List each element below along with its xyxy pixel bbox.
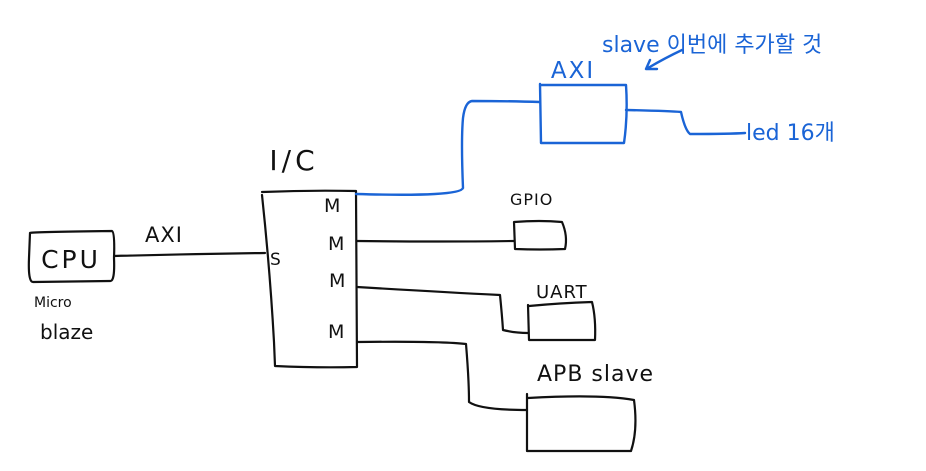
master-port-label-3: M (329, 270, 345, 292)
interconnect-label: I/C (269, 144, 318, 177)
note-annotation: slave 이번에 추가할 것 (602, 33, 822, 71)
apb-slave-box (525, 392, 637, 453)
cpu-box (27, 229, 116, 284)
cpu-sublabel-2: blaze (40, 320, 93, 344)
gpio-label: GPIO (510, 190, 553, 209)
apb-slave-label: APB slave (537, 362, 654, 387)
interconnect-to-apb-line (355, 340, 529, 412)
interconnect-to-gpio-line (355, 239, 516, 243)
note-text: slave 이번에 추가할 것 (602, 33, 822, 58)
led-target-label: led 16개 (746, 121, 835, 146)
axi-slave-label: AXI (551, 58, 595, 84)
master-port-label-2: M (328, 233, 344, 255)
master-port-label-4: M (328, 321, 344, 343)
apb-slave-block: APB slave (355, 340, 654, 453)
master-port-label-1: M (324, 195, 340, 217)
interconnect-to-axi-line (354, 99, 542, 196)
axi-slave-box (538, 82, 628, 145)
cpu-sublabel-1: Micro (34, 295, 72, 311)
cpu-to-interconnect-line (112, 251, 267, 258)
uart-label: UART (536, 282, 588, 303)
arrow-icon (644, 48, 684, 71)
interconnect-box (260, 189, 359, 369)
slave-port-label: S (270, 250, 281, 270)
uart-block: UART (355, 282, 597, 342)
cpu-label: CPU (41, 245, 101, 274)
axi-to-led-line (624, 108, 747, 136)
axi-link-label: AXI (145, 223, 183, 247)
cpu-block: CPU Micro blaze (27, 229, 116, 344)
interconnect-to-uart-line (355, 285, 530, 335)
interconnect-block: I/C S M M M M (260, 144, 359, 369)
gpio-block: GPIO (355, 190, 568, 251)
uart-box (526, 300, 597, 342)
gpio-box (512, 219, 568, 251)
axi-slave-block: AXI led 16개 (354, 58, 835, 196)
